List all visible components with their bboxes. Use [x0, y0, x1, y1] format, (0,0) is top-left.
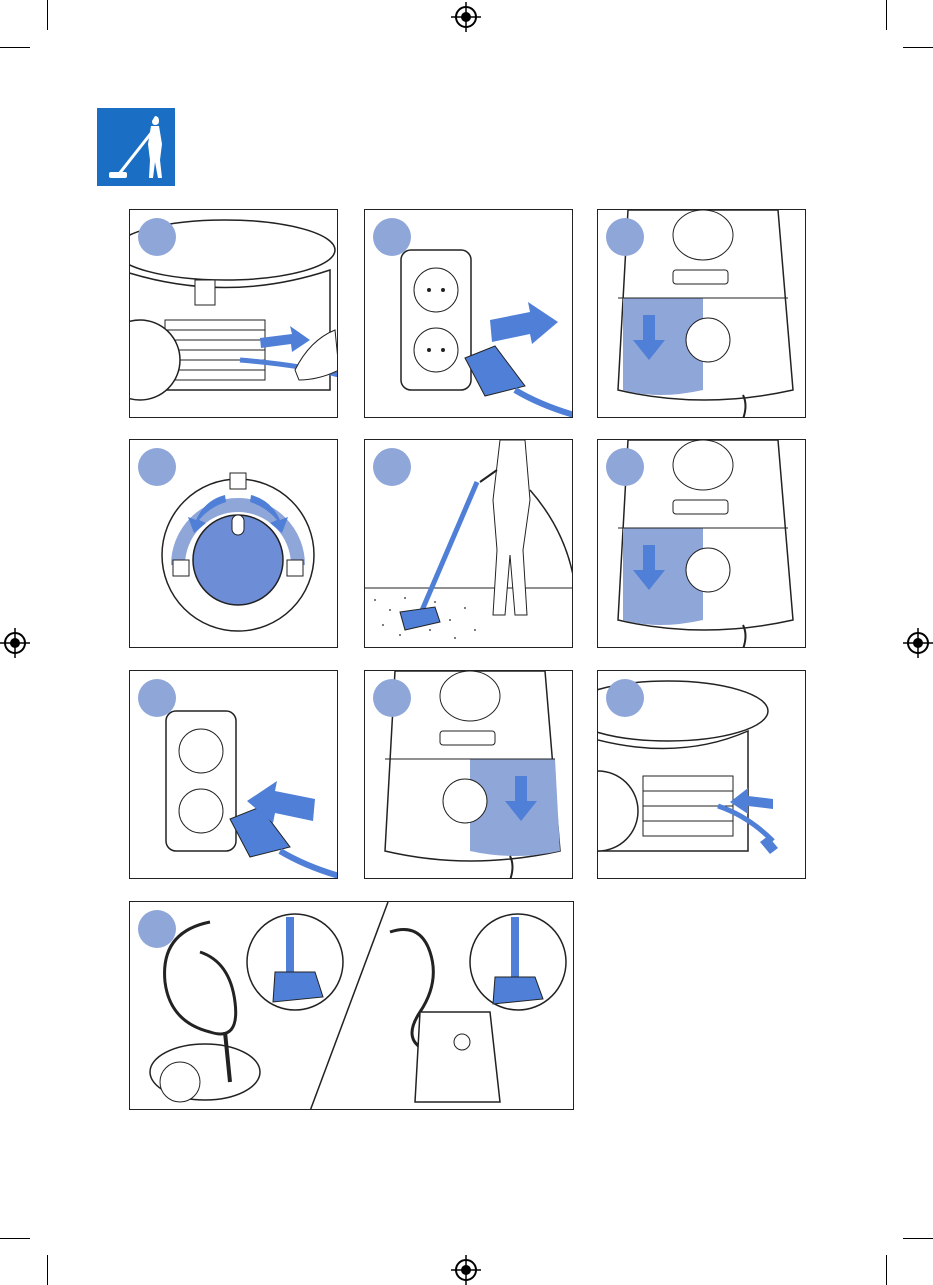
registration-mark-icon: [451, 1255, 481, 1285]
step-badge: [138, 910, 176, 948]
step-panel: [364, 670, 573, 879]
step-panel: [129, 670, 338, 879]
step-badge: [373, 448, 411, 486]
registration-mark-icon: [451, 2, 481, 32]
step-panel: [129, 209, 338, 418]
crop-mark: [903, 47, 933, 48]
parking-position-icon: [130, 902, 574, 1110]
crop-mark: [47, 0, 48, 30]
step-panel: [129, 901, 574, 1110]
step-panel: [597, 209, 806, 418]
crop-mark: [0, 1238, 30, 1239]
registration-mark-icon: [0, 628, 30, 658]
crop-mark: [886, 0, 887, 30]
step-badge: [606, 448, 644, 486]
step-badge: [373, 218, 411, 256]
step-badge: [606, 679, 644, 717]
step-badge: [373, 679, 411, 717]
step-panel: [597, 439, 806, 648]
registration-mark-icon: [903, 628, 933, 658]
step-panel: [364, 209, 573, 418]
step-badge: [138, 679, 176, 717]
step-badge: [138, 218, 176, 256]
crop-mark: [903, 1238, 933, 1239]
step-badge: [606, 218, 644, 256]
crop-mark: [886, 1255, 887, 1285]
step-panel: [597, 670, 806, 879]
step-panel: [364, 439, 573, 648]
step-panel: [129, 439, 338, 648]
step-badge: [138, 448, 176, 486]
crop-mark: [0, 47, 30, 48]
crop-mark: [47, 1255, 48, 1285]
vacuum-user-icon: [97, 108, 175, 186]
